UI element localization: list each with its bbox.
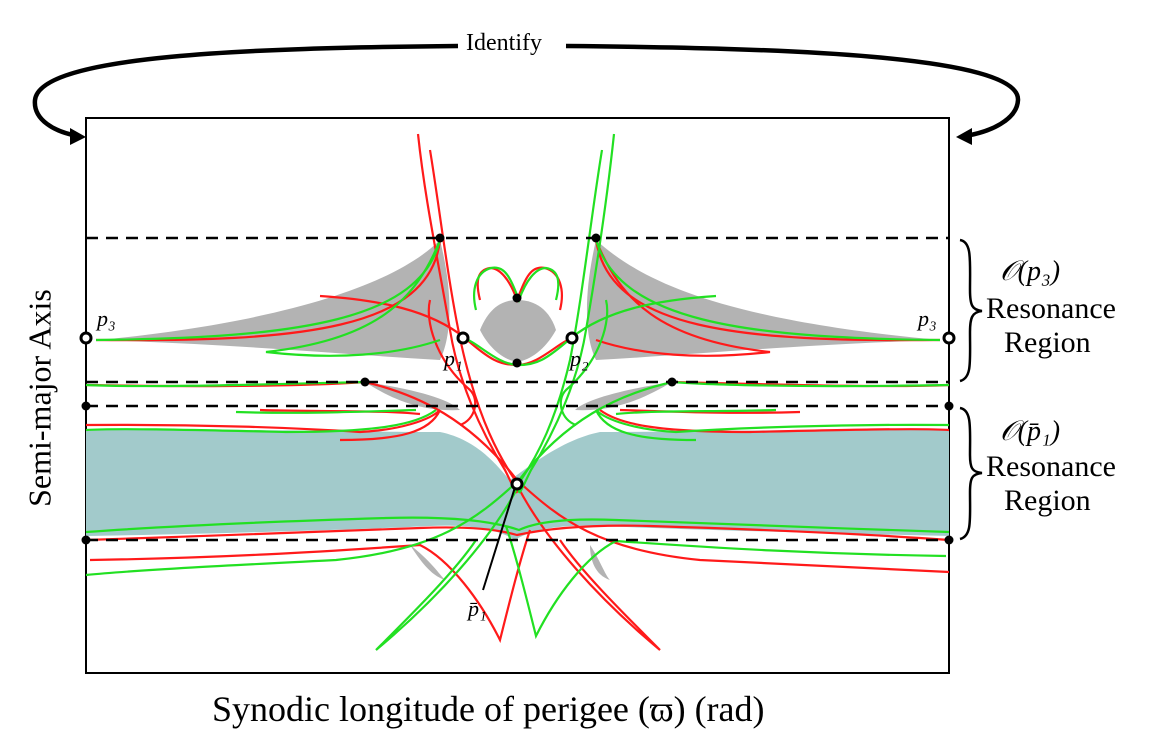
region-p1bar-line2: Region [1004,484,1091,517]
x-axis-label: Synodic longitude of perigee (ϖ) (rad) [212,689,765,729]
region-p3-symbol: 𝒪(p₃) [1000,256,1061,287]
region-p1bar-symbol: 𝒪(p̄₁) [1000,416,1061,447]
hollow-points [79,331,956,491]
region-p3-line2: Region [1004,326,1091,359]
region-p1bar-line1: Resonance [986,450,1116,483]
point-label-p1-bar: p̄₁ [468,596,487,621]
p1-bar-pointer [482,483,517,591]
point-label-p3-left: p₃ [97,306,116,331]
y-axis-label: Semi-major Axis [21,289,58,507]
solid-points [81,233,954,545]
point-label-p2: p₂ [570,346,589,371]
region-braces [959,238,983,541]
region-p3-line1: Resonance [986,292,1116,325]
green-manifolds [85,133,950,651]
point-label-p3-right: p₃ [918,306,937,331]
plot-frame [85,117,950,674]
point-label-p1: p₁ [444,346,463,371]
identify-arrow [32,43,1021,145]
identify-label: Identify [462,30,546,57]
red-manifolds [85,133,950,651]
dashed-boundaries [86,236,949,542]
